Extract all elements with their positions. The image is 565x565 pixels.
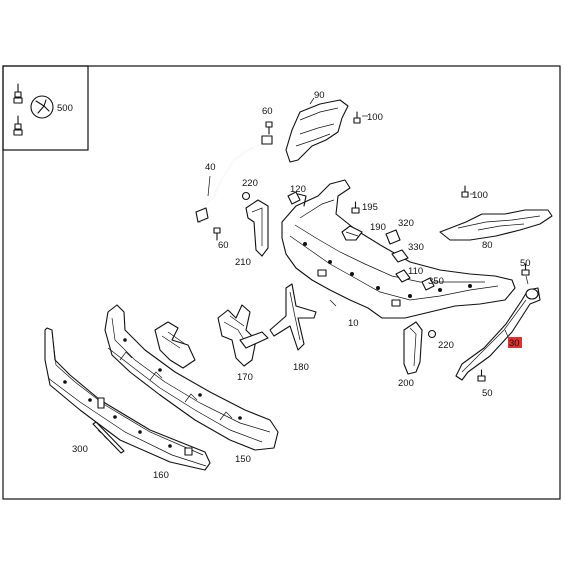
part-300-rod (92, 421, 125, 454)
diagram-frame (2, 65, 561, 500)
part-350-clip (421, 277, 435, 291)
label-180: 180 (293, 362, 309, 373)
label-40: 40 (205, 162, 216, 173)
part-60-screw (213, 121, 273, 241)
label-500: 500 (57, 103, 73, 114)
part-170-bracket (217, 304, 269, 367)
part-150-reinforcement (104, 304, 279, 451)
part-100-screw (353, 111, 469, 198)
part-120-clip (287, 191, 307, 207)
part-30-stay-bar (455, 287, 541, 381)
part-200-bracket (403, 321, 423, 375)
bolt-icon (13, 83, 23, 136)
part-190-clip (341, 225, 363, 241)
label-90: 90 (314, 90, 325, 101)
clip-disc-icon (30, 95, 54, 119)
label-150: 150 (235, 454, 251, 465)
part-220-nut (241, 191, 437, 339)
label-80: 80 (482, 240, 493, 251)
part-labels: 90 60 100 40 220 120 100 195 320 190 60 … (72, 90, 531, 481)
label-320: 320 (398, 218, 414, 229)
label-190: 190 (370, 222, 386, 233)
part-80-side-panel (439, 209, 553, 241)
label-220-top: 220 (242, 178, 258, 189)
label-350: 350 (428, 276, 444, 287)
part-330-clip (391, 249, 409, 263)
label-300: 300 (72, 444, 88, 455)
label-170: 170 (237, 372, 253, 383)
part-110-clip (395, 269, 411, 283)
label-220-right: 220 (438, 340, 454, 351)
label-100-top: 100 (367, 112, 383, 123)
label-10: 10 (348, 318, 359, 329)
part-180-bracket (269, 283, 317, 351)
part-160-bumper-beam (44, 327, 211, 471)
label-195: 195 (362, 202, 378, 213)
part-40-cable (195, 135, 273, 223)
label-50-bottom: 50 (482, 388, 493, 399)
inset-hardware-kit: 500 (2, 65, 89, 151)
label-110: 110 (408, 266, 423, 277)
label-330: 330 (408, 242, 424, 253)
part-320-clip (385, 229, 401, 245)
part-90-top-bracket (285, 99, 349, 163)
label-200: 200 (398, 378, 414, 389)
part-150-crash-box (154, 321, 196, 369)
label-60-top: 60 (262, 106, 273, 117)
part-210-bracket (245, 199, 269, 257)
label-60-left: 60 (218, 240, 229, 251)
label-160: 160 (153, 470, 169, 481)
part-10-front-carrier (281, 179, 516, 319)
part-50-screw (477, 263, 530, 382)
label-100-right: 100 (472, 190, 488, 201)
part-195-screw (351, 201, 360, 214)
label-210: 210 (235, 257, 251, 268)
label-50-top: 50 (520, 258, 531, 269)
highlight-30 (508, 337, 522, 348)
label-30: 30 (509, 338, 520, 349)
label-120: 120 (290, 184, 306, 195)
